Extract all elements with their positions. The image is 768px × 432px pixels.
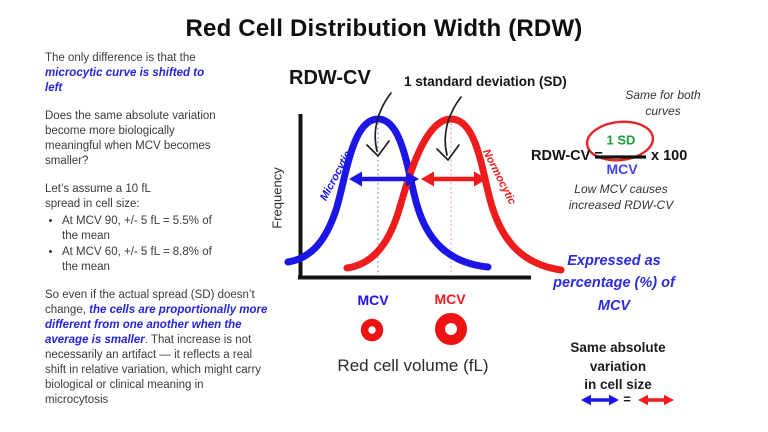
note-question: Does the same absolute variation become … bbox=[45, 110, 216, 167]
note-conclusion-text: So even if the actual spread (SD) doesn’… bbox=[45, 289, 255, 316]
y-axis-label: Frequency bbox=[269, 167, 285, 229]
formula-multiplier: x 100 bbox=[651, 148, 688, 164]
same-for-both-note: Same for both curves bbox=[625, 88, 701, 119]
sd-heading: 1 standard deviation (SD) bbox=[404, 74, 567, 89]
equal-arrow-blue-icon bbox=[581, 394, 619, 406]
rbc-small-icon bbox=[360, 318, 384, 342]
normocytic-curve bbox=[343, 115, 565, 274]
note-difference-text: The only difference is that the bbox=[45, 52, 196, 64]
chart-heading: RDW-CV bbox=[289, 67, 371, 89]
same-variation-note: Same absolute variation in cell size bbox=[570, 340, 666, 393]
curved-pointer-arrow-left-icon bbox=[366, 92, 392, 158]
note-difference-highlight: microcytic curve is shifted to left bbox=[45, 67, 205, 94]
rbc-large-icon bbox=[435, 313, 467, 345]
slide-title: Red Cell Distribution Width (RDW) bbox=[185, 15, 583, 42]
assumption-list: At MCV 90, +/- 5 fL = 5.5% of the mean A… bbox=[45, 214, 212, 275]
note-conclusion: So even if the actual spread (SD) doesn’… bbox=[45, 288, 269, 408]
sd-arrow-red bbox=[421, 171, 487, 187]
left-notes: The only difference is that the microcyt… bbox=[45, 51, 223, 276]
list-item: At MCV 90, +/- 5 fL = 5.5% of the mean bbox=[62, 214, 212, 244]
equals-sign: = bbox=[623, 391, 631, 407]
sd-arrow-blue bbox=[349, 171, 419, 187]
note-conclusion-tail: . That increase is not necessarily an ar… bbox=[45, 334, 262, 406]
circled-annotation-icon bbox=[585, 120, 655, 162]
curved-pointer-arrow-right-icon bbox=[436, 96, 462, 162]
expressed-as-note: Expressed as percentage (%) of MCV bbox=[553, 253, 675, 314]
note-assumption: Let’s assume a 10 fL spread in cell size… bbox=[45, 183, 151, 210]
formula-numerator: 1 SD bbox=[606, 132, 636, 148]
x-axis-label: Red cell volume (fL) bbox=[337, 356, 489, 375]
mcv-label-red: MCV bbox=[434, 291, 466, 307]
mcv-label-blue: MCV bbox=[357, 292, 389, 308]
note-difference: The only difference is that the microcyt… bbox=[45, 51, 223, 96]
equal-arrow-red-icon bbox=[638, 394, 674, 406]
formula-denominator: MCV bbox=[606, 161, 638, 177]
formula-lhs: RDW-CV = bbox=[531, 148, 603, 164]
low-mcv-note: Low MCV causes increased RDW-CV bbox=[568, 182, 674, 213]
list-item: At MCV 60, +/- 5 fL = 8.8% of the mean bbox=[62, 245, 212, 275]
note-conclusion-highlight: the cells are proportionally more differ… bbox=[45, 304, 268, 346]
